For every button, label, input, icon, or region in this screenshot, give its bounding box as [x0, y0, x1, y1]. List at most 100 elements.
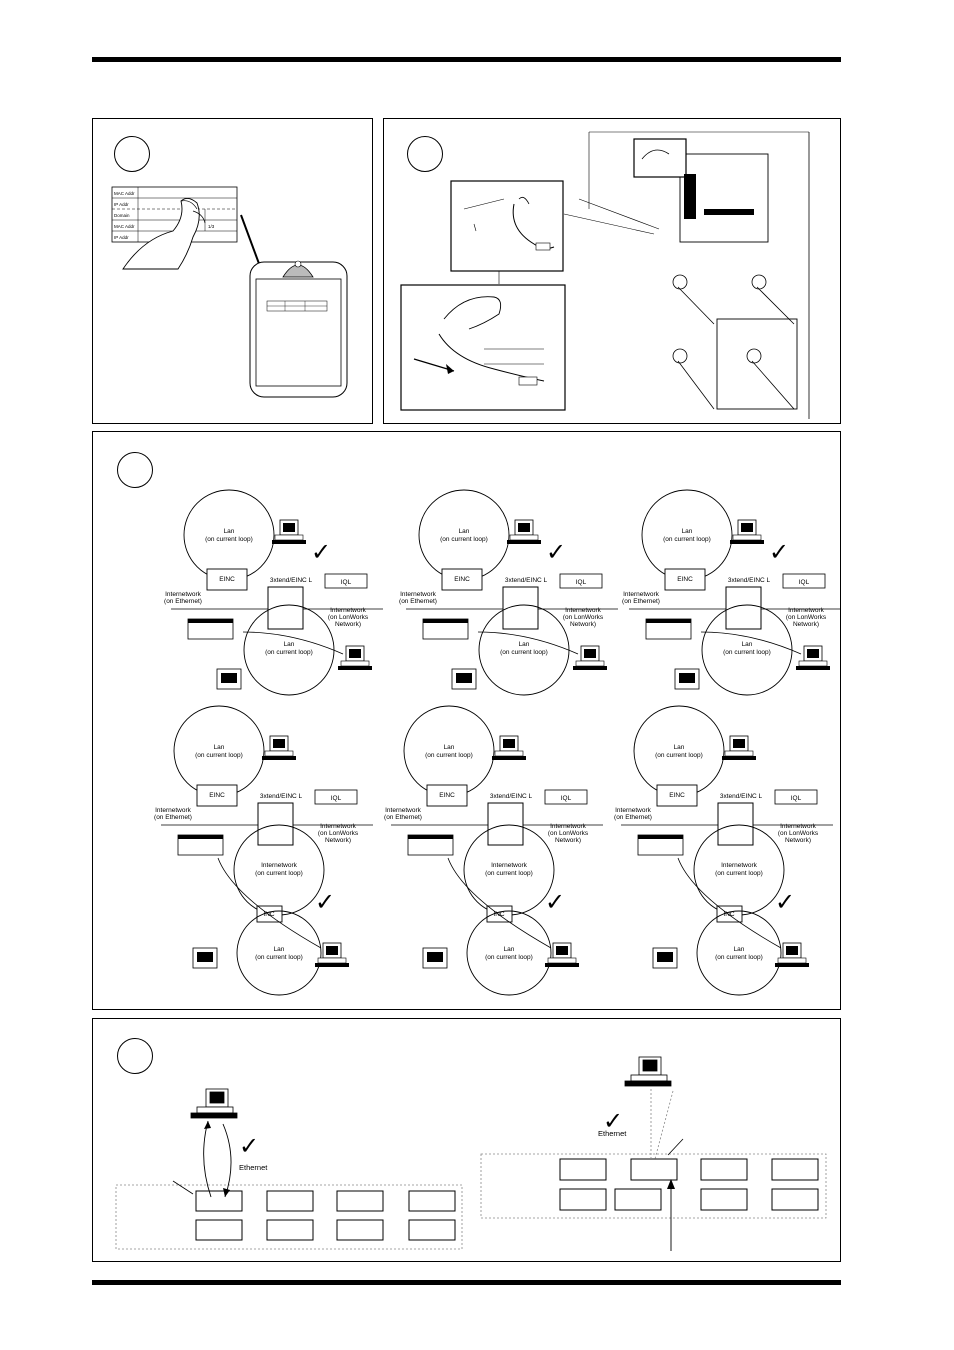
pc-screen	[326, 946, 338, 955]
xtend-box	[502, 586, 539, 630]
lonworks-label-1: Internetwork	[565, 607, 602, 614]
card-row-2: IP Addr	[114, 202, 129, 207]
display-screen	[197, 952, 213, 962]
xtend-box	[725, 586, 762, 630]
ethernet-label-right: Ethernet	[598, 1129, 627, 1138]
lan-circle-top	[633, 705, 725, 797]
lan-label: Lan	[519, 641, 530, 648]
controller-strip	[638, 835, 683, 839]
network-diagram-2: Lan(on current loop)EINCInternetwork(on …	[399, 489, 618, 696]
pc-keyboard	[272, 540, 306, 544]
xtend-label: 3xtend/EINC L	[505, 577, 548, 584]
pc-keyboard	[262, 756, 296, 760]
check-mark: ✓	[775, 888, 795, 916]
pc-screen	[807, 649, 819, 658]
lonworks-label-2: (on LonWorks	[786, 614, 827, 621]
lan-label: Lan	[274, 946, 285, 953]
ethernet-diagrams: ✓ Ethernet ✓ Ethernet	[115, 1056, 827, 1251]
lan-label: Lan	[682, 528, 693, 535]
lan-circle-top	[418, 489, 510, 581]
lonworks-label-3: Network)	[555, 837, 581, 844]
lan-sub: (on current loop)	[500, 649, 548, 656]
lonworks-label-3: Network)	[335, 621, 361, 628]
lonworks-label-1: Internetwork	[788, 607, 825, 614]
lan-label: Lan	[742, 641, 753, 648]
internet-label: Internetwork	[261, 862, 298, 869]
card-row-4: MAC Addr	[114, 224, 135, 229]
einc-label: EINC	[209, 792, 225, 799]
pc-base	[575, 660, 605, 667]
xtend-label: 3xtend/EINC L	[260, 793, 303, 800]
einc-box	[206, 568, 248, 591]
step-4-circle	[117, 1038, 153, 1074]
data-flow-arrow	[477, 631, 579, 655]
display-screen	[427, 952, 443, 962]
card-row-5: IP Addr	[114, 235, 129, 240]
xtend-box	[487, 802, 524, 846]
lonworks-label-3: Network)	[570, 621, 596, 628]
ethernet-sub: (on Ethernet)	[154, 814, 192, 821]
pc-base	[274, 534, 304, 541]
pc-keyboard	[796, 666, 830, 670]
card-extra: 1/3	[208, 224, 215, 229]
einc-box	[656, 784, 698, 807]
display-screen	[456, 673, 472, 683]
lan-label: Lan	[504, 946, 515, 953]
lan-sub: (on current loop)	[715, 954, 763, 961]
einc-box	[426, 784, 468, 807]
lonworks-label-1: Internetwork	[320, 823, 357, 830]
einc-label: EINC	[669, 792, 685, 799]
iql-label: IQL	[561, 795, 572, 802]
pc-base	[340, 660, 370, 667]
data-flow-arrow	[217, 857, 322, 949]
lan-circle-bottom	[696, 910, 782, 996]
pc-keyboard	[722, 756, 756, 760]
lonworks-label-2: (on LonWorks	[778, 830, 819, 837]
internet-sub: (on current loop)	[255, 870, 303, 877]
ethernet-label-left: Ethernet	[239, 1163, 268, 1172]
lan-circle-top	[183, 489, 275, 581]
iql-label: IQL	[791, 795, 802, 802]
controller-strip	[423, 619, 468, 623]
iql-box	[774, 789, 818, 805]
check-mark: ✓	[315, 888, 335, 916]
lan-label: Lan	[444, 744, 455, 751]
lan-circle-top	[173, 705, 265, 797]
pc-base	[547, 957, 577, 964]
pc-base	[494, 750, 524, 757]
top-rule	[92, 57, 841, 62]
einc-box	[664, 568, 706, 591]
lan-sub: (on current loop)	[255, 954, 303, 961]
einc-label: EINC	[454, 576, 470, 583]
data-flow-arrow	[700, 631, 802, 655]
pc-base	[777, 957, 807, 964]
data-flow-arrow	[677, 857, 782, 949]
panel-2	[383, 118, 841, 424]
lan-label: Lan	[224, 528, 235, 535]
panel-1: MAC Addr IP Addr Domain MAC Addr IP Addr…	[92, 118, 373, 424]
lan-label: Lan	[284, 641, 295, 648]
pc-base	[724, 750, 754, 757]
pc-keyboard	[315, 963, 349, 967]
pc-base	[264, 750, 294, 757]
pc-screen	[273, 739, 285, 748]
network-diagram-3: Lan(on current loop)EINCInternetwork(on …	[622, 489, 841, 696]
pc-keyboard	[492, 756, 526, 760]
panel-4: ✓ Ethernet ✓ Ethernet	[92, 1018, 841, 1262]
display-screen	[657, 952, 673, 962]
step-3-circle	[117, 452, 153, 488]
xtend-label: 3xtend/EINC L	[720, 793, 763, 800]
iql-box	[324, 573, 368, 589]
lonworks-label-1: Internetwork	[550, 823, 587, 830]
internet-label: Internetwork	[721, 862, 758, 869]
controller-strip	[408, 835, 453, 839]
check-mark: ✓	[546, 538, 566, 566]
internet-sub: (on current loop)	[485, 870, 533, 877]
network-diagram-6: Lan(on current loop)EINCInternetwork(on …	[614, 705, 833, 996]
lan-label: Lan	[459, 528, 470, 535]
lan-sub: (on current loop)	[655, 752, 703, 759]
lan-sub: (on current loop)	[485, 954, 533, 961]
internet-sub: (on current loop)	[715, 870, 763, 877]
check-mark: ✓	[545, 888, 565, 916]
